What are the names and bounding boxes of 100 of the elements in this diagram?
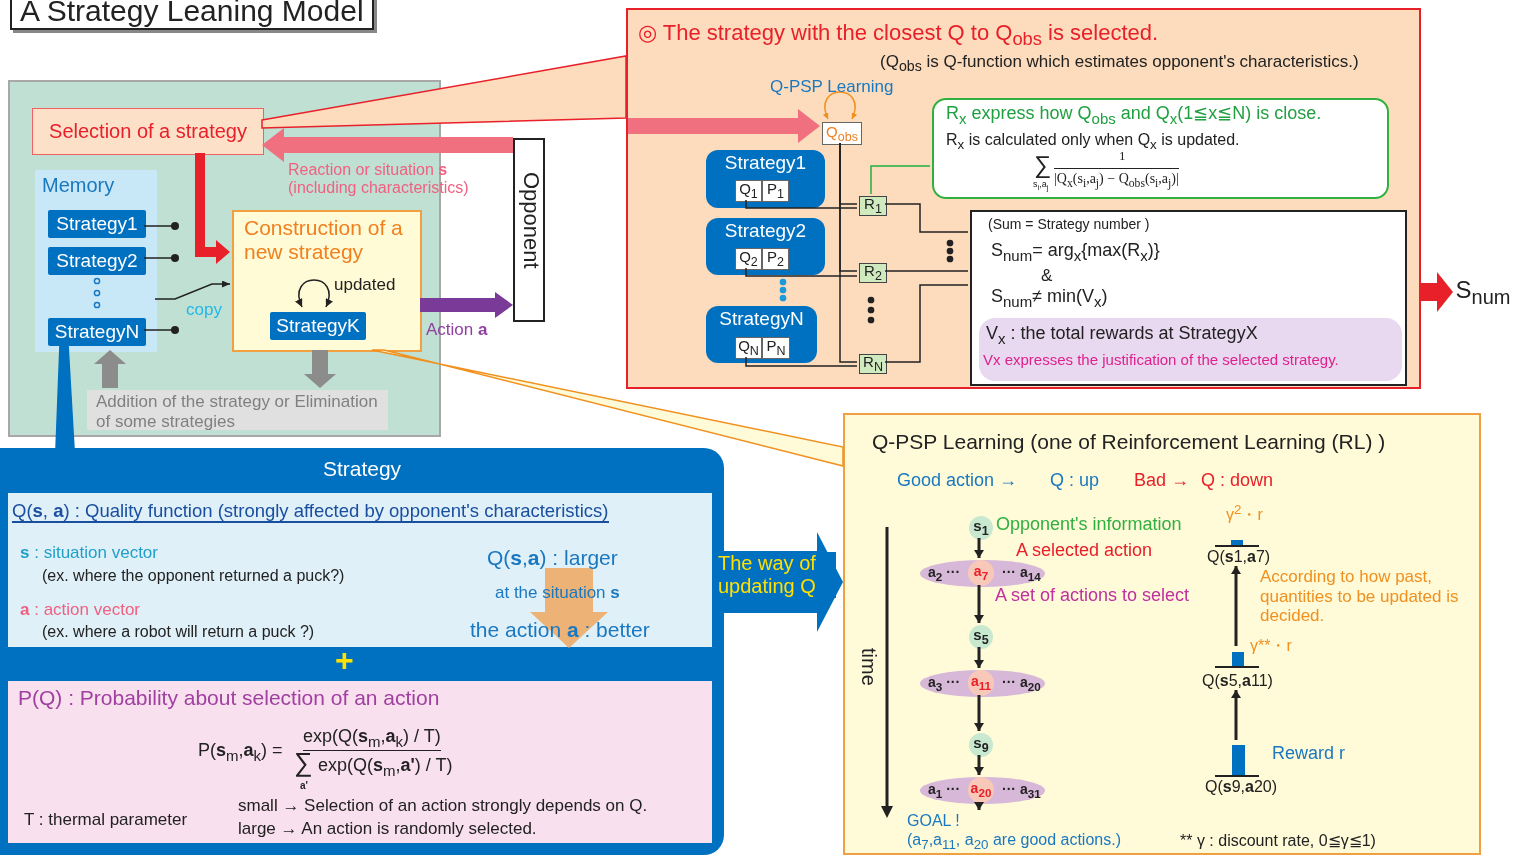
node-text: Q(s, a) : Quality function (strongly affected by opponent's characteristics)	[12, 500, 609, 524]
node-text: ∑	[294, 748, 313, 778]
node-text: a'	[300, 780, 308, 792]
node-text: s$_{1}$	[973, 517, 989, 539]
arrow	[1231, 566, 1241, 646]
side-caption: A selected action	[1016, 540, 1153, 561]
arrow	[304, 350, 336, 388]
node-text: exp(Q(s$_{m}$,a$_{k}$) / T)	[303, 726, 441, 751]
callout-wedge	[55, 343, 75, 449]
node-text: exp(Q(s$_{m}$,a') / T)	[318, 755, 453, 779]
memory-panel	[35, 170, 157, 352]
strategy-box	[48, 247, 146, 275]
side-caption: A set of actions to select	[995, 585, 1190, 606]
callout-box	[932, 98, 1389, 199]
node-text: Addition of the strategy or Elimination of some strategies	[96, 392, 379, 432]
note-text: Bad →	[1134, 470, 1190, 491]
node-text: V$_{x}$ : the total rewards at StrategyX	[986, 323, 1258, 347]
note-text: According to how past, quantities to be updated is decided.	[1260, 567, 1460, 626]
node-text: s$_{5}$	[973, 626, 989, 648]
node-text: s : situation vector	[20, 543, 158, 563]
arrow	[420, 292, 513, 318]
strategy-box	[48, 318, 146, 346]
panel-background	[626, 8, 1421, 389]
connector-line	[839, 142, 858, 363]
node-text: ∑	[1034, 151, 1052, 179]
node-text: S$_{num}$≠ min(V$_{x}$)	[991, 286, 1108, 310]
node-text: (ex. where the opponent returned a puck?)	[42, 567, 345, 586]
table-cell	[762, 180, 789, 202]
node-text: Q$_{N}$	[738, 337, 759, 359]
node-text: GOAL !	[907, 812, 960, 831]
connector-line	[745, 356, 858, 367]
strategy-box	[706, 306, 817, 363]
node-text: P$_{1}$	[767, 180, 784, 202]
node-text: R$_{1}$	[864, 195, 882, 217]
connector-line	[745, 199, 858, 209]
node-text: R$_{2}$	[864, 262, 882, 284]
node-text: ··· a$_{31}$	[1002, 781, 1041, 801]
node-text: ◎ The strategy with the closest Q to Q$_{obs}$ is selected.	[638, 20, 1159, 50]
formula-box	[970, 210, 1407, 386]
node-text: Q(s1,a7)	[1207, 548, 1271, 567]
arrow	[974, 647, 984, 668]
node-text: s$_{i}$,a$_{j}$	[1033, 179, 1049, 193]
node-text: Construction of a new strategy	[244, 216, 404, 265]
node-text: Strategy2	[723, 220, 808, 242]
footnote: ** γ : discount rate, 0≦γ≦1)	[1180, 832, 1376, 851]
node-text: P$_{2}$	[767, 248, 784, 270]
side-caption: Q-PSP Learning	[770, 77, 894, 97]
arrow	[974, 695, 984, 731]
arrow	[262, 128, 513, 162]
connector-line	[870, 165, 931, 195]
switch-contact-line	[143, 254, 179, 262]
strategy-box	[706, 150, 825, 208]
side-caption: γ**・r	[1250, 637, 1292, 656]
node-text: P$_{N}$	[766, 337, 786, 359]
arrow	[974, 585, 984, 623]
strategy-box	[270, 312, 366, 340]
note-text: Good action →	[897, 470, 1018, 491]
arrow	[974, 802, 984, 810]
node-text: S$_{num}$	[1455, 275, 1511, 309]
arrow	[724, 532, 843, 632]
node-text: Q(s5,a11)	[1202, 672, 1273, 691]
arrow	[974, 755, 984, 775]
process-box	[32, 108, 264, 155]
node-text: Strategy	[321, 457, 403, 482]
arrow	[628, 109, 820, 143]
axis-label: time	[857, 648, 880, 686]
node-text: Q$_{2}$	[739, 248, 758, 270]
node-text: a$_{20}$	[970, 780, 992, 800]
node-text: R$_{x}$ express how Q$_{obs}$ and Q$_{x}$(1≦x≦N) is close.	[946, 103, 1322, 127]
edge-label: Action a	[426, 320, 488, 340]
table-cell	[762, 248, 789, 270]
node-text: Strategy2	[56, 250, 138, 272]
arrow	[94, 350, 126, 388]
node-text: P(Q) : Probability about selection of an action	[18, 686, 440, 711]
side-caption: Reward r	[1272, 743, 1346, 764]
node-text: s$_{9}$	[973, 734, 989, 756]
node-text: Q(s,a) : larger	[487, 546, 618, 571]
side-caption: γ$^{2}$・r	[1226, 502, 1263, 525]
node-text: Q$_{obs}$	[826, 122, 858, 145]
connector-line	[884, 203, 969, 233]
node-text: a$_{2}$ ···	[928, 564, 961, 584]
connector-line	[745, 267, 858, 277]
node-text: (Sum = Strategy number )	[988, 216, 1150, 233]
node-text: a$_{11}$	[970, 673, 992, 693]
node-text: ··· a$_{20}$	[1002, 674, 1041, 694]
connector-line	[884, 284, 969, 363]
node-text: Opponent	[519, 172, 545, 269]
node-text: (ex. where a robot will return a puck ?)	[42, 623, 315, 642]
r-value-box	[859, 196, 887, 216]
r-value-box	[859, 263, 887, 283]
panel-background	[843, 413, 1481, 855]
node-text: StrategyN	[718, 308, 805, 330]
arrow	[154, 280, 231, 300]
note-text: Q : down	[1201, 470, 1274, 491]
edge-label: copy	[186, 300, 222, 320]
node-text: a$_{3}$ ···	[928, 674, 961, 694]
node-text: Vx expresses the justification of the selected strategy.	[983, 351, 1339, 369]
process-box	[232, 210, 422, 352]
info-panel	[8, 681, 712, 843]
node-text: Strategy1	[56, 213, 138, 235]
